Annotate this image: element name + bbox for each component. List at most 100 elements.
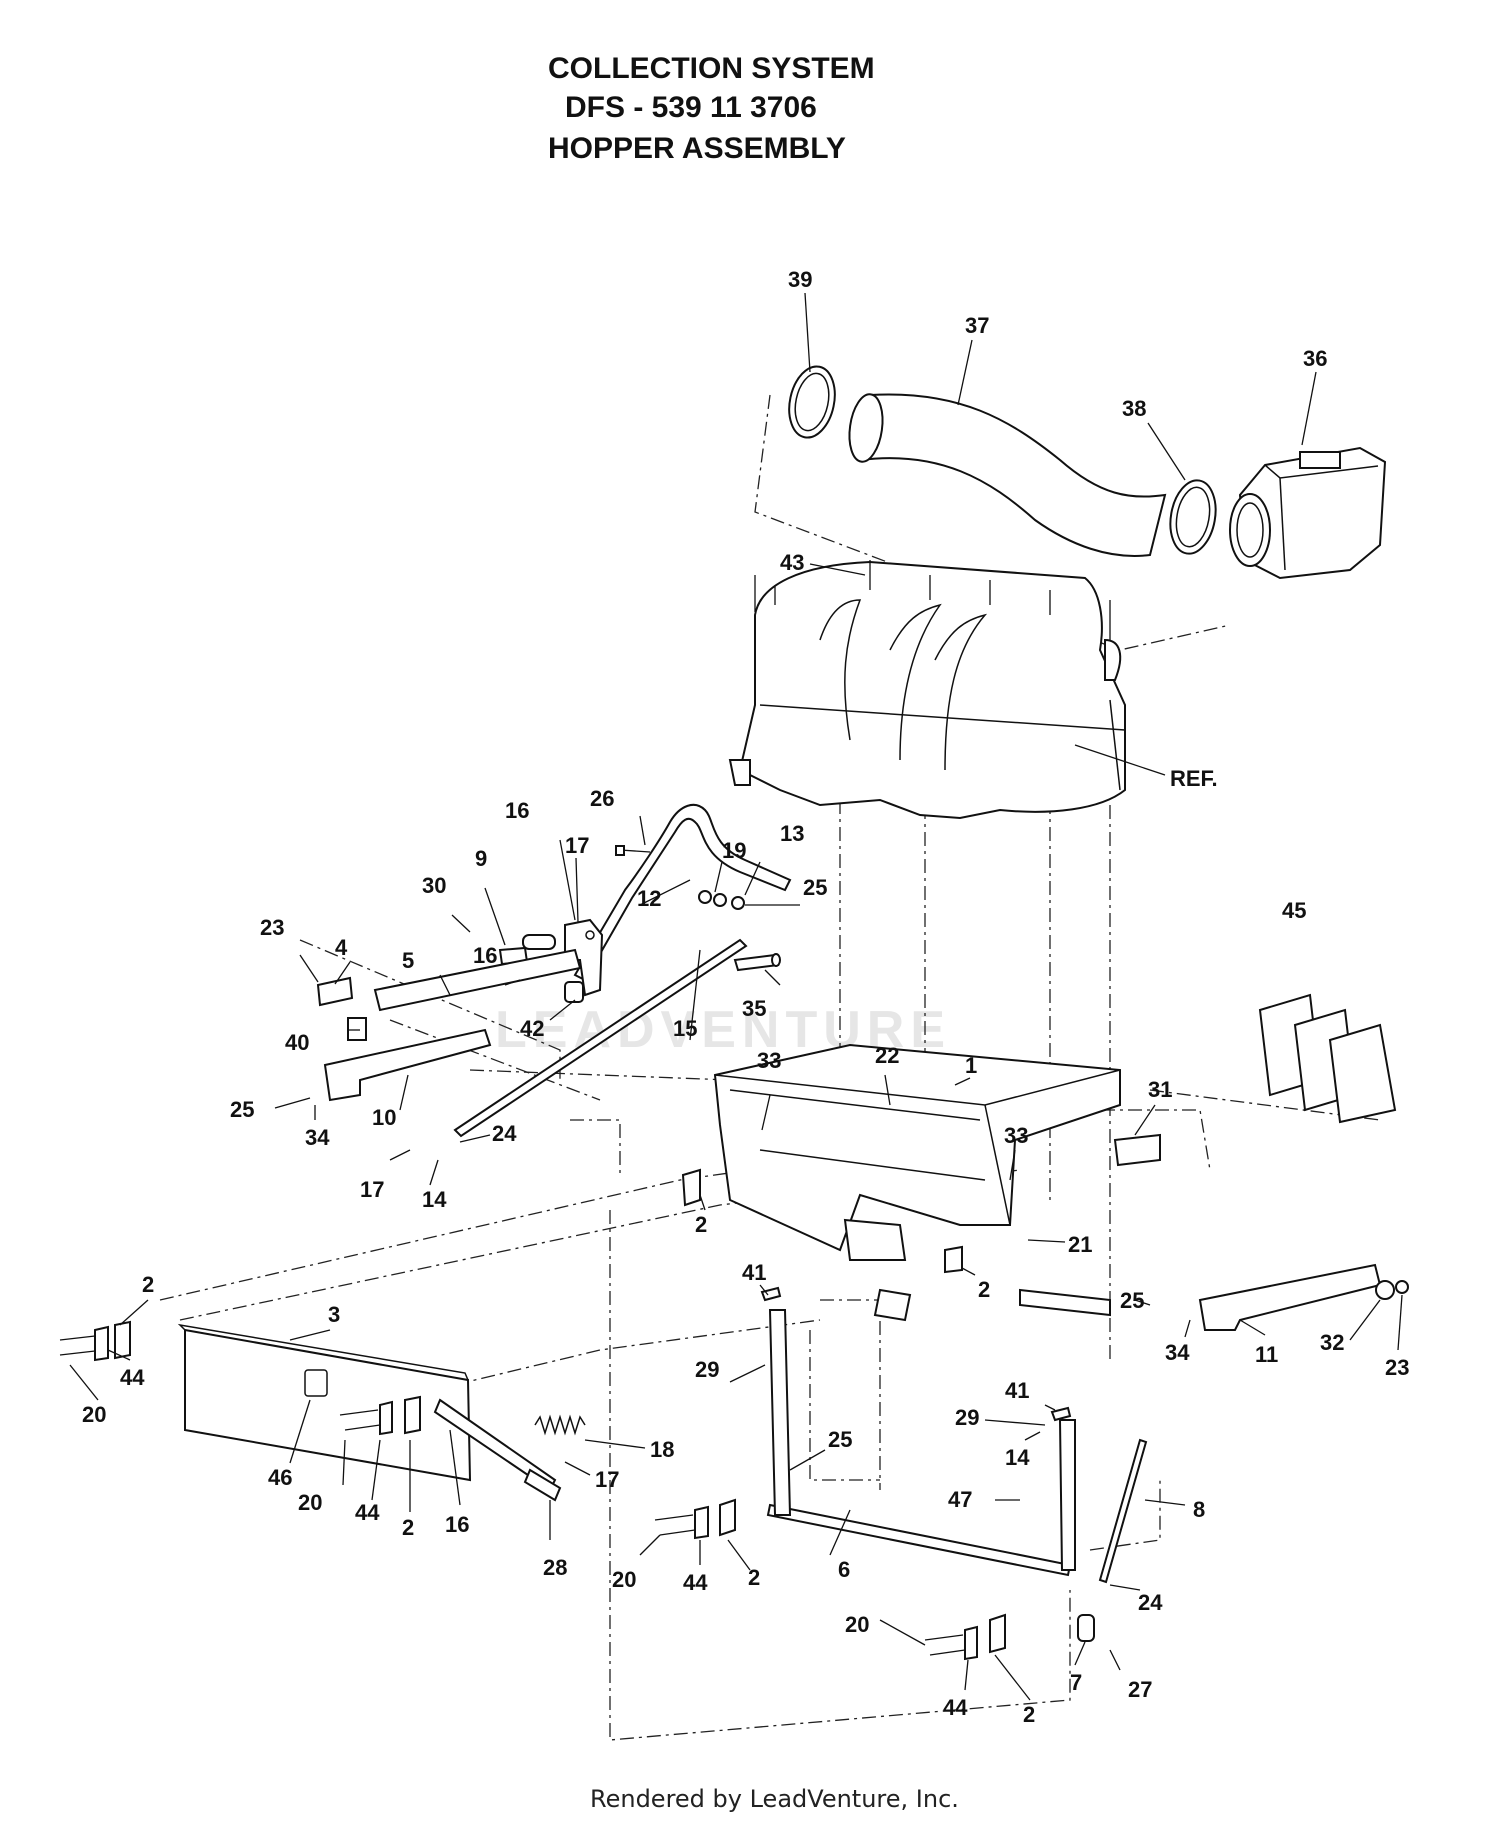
part-1-hopper-frame[interactable] (713, 1043, 1121, 1322)
callout-44-farleft[interactable]: 44 (120, 1365, 145, 1390)
callout-24-left[interactable]: 24 (492, 1121, 517, 1146)
part-23-nut-right[interactable] (1395, 1280, 1409, 1294)
part-15-lift-rod[interactable] (453, 938, 748, 1138)
callout-6[interactable]: 6 (838, 1557, 850, 1582)
callout-16-lower[interactable]: 16 (445, 1512, 469, 1537)
part-36-blower-housing[interactable] (1229, 446, 1387, 580)
callout-14-left[interactable]: 14 (422, 1187, 447, 1212)
callout-34-right[interactable]: 34 (1165, 1340, 1190, 1365)
callout-8[interactable]: 8 (1193, 1497, 1205, 1522)
callout-31[interactable]: 31 (1148, 1077, 1172, 1102)
callout-23-right[interactable]: 23 (1385, 1355, 1409, 1380)
part-18-spring[interactable] (534, 1414, 586, 1436)
part-37-discharge-hose[interactable] (845, 392, 1167, 557)
part-41-upper-cap[interactable] (760, 1286, 1072, 1422)
callout-20-right[interactable]: 20 (845, 1612, 869, 1637)
part-11-side-rail[interactable] (1198, 1263, 1382, 1331)
part-4-plate[interactable] (316, 976, 354, 1007)
part-42-bushing[interactable] (564, 981, 584, 1003)
callout-28[interactable]: 28 (543, 1555, 567, 1580)
callout-17-mid[interactable]: 17 (595, 1467, 619, 1492)
callout-41-right[interactable]: 41 (1005, 1378, 1029, 1403)
callout-29-right[interactable]: 29 (955, 1405, 979, 1430)
callout-23-left[interactable]: 23 (260, 915, 284, 940)
callout-25-left[interactable]: 25 (230, 1097, 254, 1122)
part-2-hinge-brackets[interactable] (114, 1168, 1006, 1654)
callout-19[interactable]: 19 (722, 838, 746, 863)
part-20-bolts[interactable] (59, 1335, 966, 1656)
part-10-side-rail[interactable] (323, 1028, 492, 1102)
callout-14-right[interactable]: 14 (1005, 1445, 1030, 1470)
callout-36[interactable]: 36 (1303, 346, 1327, 371)
callout-18[interactable]: 18 (650, 1437, 674, 1462)
callout-10[interactable]: 10 (372, 1105, 396, 1130)
part-13-nut[interactable] (731, 896, 745, 910)
part-6-lower-frame[interactable] (766, 1309, 1076, 1577)
part-32-washer[interactable] (1375, 1280, 1395, 1300)
part-7-spring-bushing[interactable] (1077, 1614, 1095, 1642)
callout-2-top[interactable]: 2 (695, 1212, 707, 1237)
callout-20-mid[interactable]: 20 (612, 1567, 636, 1592)
callout-35[interactable]: 35 (742, 996, 766, 1021)
callout-40[interactable]: 40 (285, 1030, 309, 1055)
part-35-spacer-tube[interactable] (733, 953, 781, 972)
callout-1[interactable]: 1 (965, 1053, 977, 1078)
callout-12[interactable]: 12 (637, 886, 661, 911)
callout-29-left[interactable]: 29 (695, 1357, 719, 1382)
callout-44-left[interactable]: 44 (355, 1500, 380, 1525)
callout-16-mid[interactable]: 16 (473, 943, 497, 968)
callout-41-left[interactable]: 41 (742, 1260, 766, 1285)
part-39-hose-clamp[interactable] (783, 362, 841, 442)
callout-2-farleft[interactable]: 2 (142, 1272, 154, 1297)
callout-11[interactable]: 11 (1255, 1342, 1278, 1367)
part-45-weight-kit[interactable] (1258, 993, 1397, 1124)
callout-2-center[interactable]: 2 (978, 1277, 990, 1302)
part-44-shim-plates[interactable] (94, 1325, 978, 1661)
callout-25-right[interactable]: 25 (1120, 1288, 1144, 1313)
callout-43[interactable]: 43 (780, 550, 804, 575)
callout-17-left[interactable]: 17 (360, 1177, 384, 1202)
callout-25-upper[interactable]: 25 (803, 875, 827, 900)
part-19-washers[interactable] (698, 890, 727, 907)
callout-17-upper[interactable]: 17 (565, 833, 589, 858)
part-ref-hopper-cover[interactable] (728, 560, 1126, 820)
callout-2-left[interactable]: 2 (402, 1515, 414, 1540)
callout-30[interactable]: 30 (422, 873, 446, 898)
callout-32[interactable]: 32 (1320, 1330, 1344, 1355)
callout-33-right[interactable]: 33 (1004, 1123, 1028, 1148)
callout-9[interactable]: 9 (475, 846, 487, 871)
callout-42[interactable]: 42 (520, 1016, 544, 1041)
callout-2-mid[interactable]: 2 (748, 1565, 760, 1590)
part-5-link-bar[interactable] (373, 948, 582, 1012)
callout-24-right[interactable]: 24 (1138, 1590, 1163, 1615)
callout-3[interactable]: 3 (328, 1302, 340, 1327)
callout-25-mid[interactable]: 25 (828, 1427, 852, 1452)
part-8-lift-link[interactable] (1098, 1438, 1148, 1584)
callout-20-farleft[interactable]: 20 (82, 1402, 106, 1427)
callout-5[interactable]: 5 (402, 948, 414, 973)
callout-2-right[interactable]: 2 (1023, 1702, 1035, 1727)
callout-ref[interactable]: REF. (1170, 766, 1218, 791)
part-3-rear-door[interactable] (177, 1323, 472, 1482)
callout-7[interactable]: 7 (1070, 1670, 1082, 1695)
callout-44-mid[interactable]: 44 (683, 1570, 708, 1595)
callout-45[interactable]: 45 (1282, 898, 1306, 923)
callout-16-upper[interactable]: 16 (505, 798, 529, 823)
part-40-block[interactable] (347, 1017, 367, 1041)
callout-4[interactable]: 4 (335, 935, 348, 960)
part-31-bracket[interactable] (1113, 1133, 1161, 1167)
part-12-dump-handle[interactable] (573, 803, 792, 982)
callout-13[interactable]: 13 (780, 821, 804, 846)
callout-20-left[interactable]: 20 (298, 1490, 322, 1515)
callout-21[interactable]: 21 (1068, 1232, 1092, 1257)
callout-15[interactable]: 15 (673, 1016, 697, 1041)
part-28-latch-lever[interactable] (433, 1398, 562, 1502)
callout-39[interactable]: 39 (788, 267, 812, 292)
callout-22[interactable]: 22 (875, 1043, 899, 1068)
part-26-bolt[interactable] (615, 845, 651, 856)
callout-38[interactable]: 38 (1122, 396, 1146, 421)
callout-47[interactable]: 47 (948, 1487, 972, 1512)
callout-33-left[interactable]: 33 (757, 1048, 781, 1073)
callout-46[interactable]: 46 (268, 1465, 292, 1490)
callout-44-right[interactable]: 44 (943, 1695, 968, 1720)
